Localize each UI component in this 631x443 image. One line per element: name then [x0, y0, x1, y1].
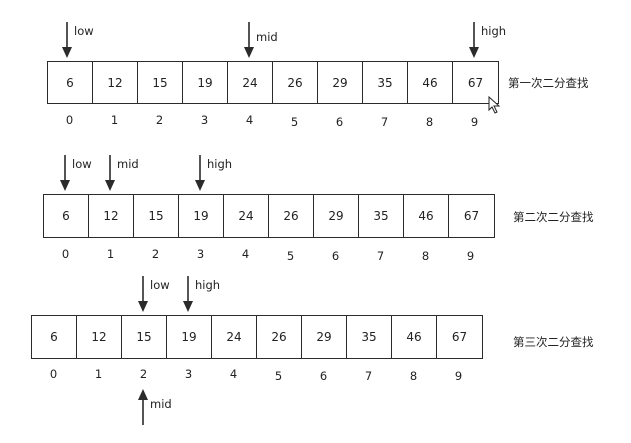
pointer-label: low [72, 157, 92, 171]
array-cell: 15 [138, 62, 183, 103]
pass-label: 第三次二分查找 [513, 335, 594, 349]
index-label: 6 [331, 249, 340, 263]
arrow-icon [138, 389, 148, 425]
array-cell: 15 [122, 316, 167, 358]
arrow-icon [183, 276, 193, 312]
array-cell: 6 [32, 316, 77, 358]
pass-label: 第二次二分查找 [513, 210, 594, 224]
arrow-icon [62, 22, 72, 58]
index-label: 5 [290, 115, 299, 129]
array-cell: 24 [224, 195, 269, 237]
index-label: 2 [139, 367, 148, 381]
array-cell: 35 [347, 316, 392, 358]
pointer-label: low [150, 278, 170, 292]
arrow-icon [60, 155, 70, 191]
high-pointer [193, 155, 207, 191]
arrow-icon [244, 22, 254, 58]
index-label: 3 [196, 247, 205, 261]
array-cell: 12 [89, 195, 134, 237]
array-cell: 29 [302, 316, 347, 358]
array-cell: 19 [179, 195, 224, 237]
index-label: 9 [470, 115, 479, 129]
index-label: 2 [155, 113, 164, 127]
index-label: 4 [229, 367, 238, 381]
pass-label: 第一次二分查找 [508, 76, 589, 90]
array-cell: 26 [273, 62, 318, 103]
pointer-label: mid [150, 397, 172, 411]
pointer-label: high [195, 278, 221, 292]
index-label: 0 [61, 247, 70, 261]
array-cell: 26 [257, 316, 302, 358]
array-cell: 12 [93, 62, 138, 103]
array-cell: 15 [134, 195, 179, 237]
array-cell: 24 [228, 62, 273, 103]
array-cell: 29 [318, 62, 363, 103]
array-cell: 26 [269, 195, 314, 237]
low-pointer [136, 276, 150, 312]
index-label: 6 [319, 369, 328, 383]
index-label: 0 [49, 367, 58, 381]
index-label: 9 [466, 249, 475, 263]
index-label: 3 [184, 367, 193, 381]
mouse-cursor-icon [488, 96, 501, 114]
index-label: 3 [200, 113, 209, 127]
index-label: 1 [110, 113, 119, 127]
array-cell: 12 [77, 316, 122, 358]
arrow-icon [195, 155, 205, 191]
index-label: 7 [376, 249, 385, 263]
pointer-label: high [207, 157, 233, 171]
mid-pointer [242, 22, 256, 58]
index-label: 9 [454, 369, 463, 383]
array-cell: 35 [363, 62, 408, 103]
index-label: 6 [335, 115, 344, 129]
low-pointer [60, 22, 74, 58]
index-label: 8 [409, 369, 418, 383]
high-pointer [467, 22, 481, 58]
array-cell: 67 [451, 330, 468, 344]
arrow-icon [138, 276, 148, 312]
array-cell: 6 [44, 195, 89, 237]
index-label: 1 [106, 247, 115, 261]
index-label: 5 [274, 369, 283, 383]
low-pointer [58, 155, 72, 191]
high-pointer [181, 276, 195, 312]
array-cell: 24 [212, 316, 257, 358]
array-cell: 67 [463, 209, 480, 223]
index-label: 8 [421, 249, 430, 263]
arrow-icon [105, 155, 115, 191]
arrow-icon [469, 22, 479, 58]
pointer-label: mid [256, 30, 278, 44]
mid-pointer [103, 155, 117, 191]
array-cell: 35 [359, 195, 404, 237]
array-cell: 19 [167, 316, 212, 358]
index-label: 4 [241, 247, 250, 261]
array-cell: 29 [314, 195, 359, 237]
index-label: 5 [286, 249, 295, 263]
array-cell: 19 [183, 62, 228, 103]
mid-pointer [136, 389, 150, 425]
pointer-label: low [74, 24, 94, 38]
index-label: 1 [94, 367, 103, 381]
index-label: 0 [65, 113, 74, 127]
array-cell: 6 [48, 62, 93, 103]
array-cell: 46 [392, 316, 437, 358]
index-label: 2 [151, 247, 160, 261]
index-label: 7 [380, 115, 389, 129]
array-cell: 46 [404, 195, 449, 237]
index-label: 7 [364, 369, 373, 383]
pointer-label: high [481, 24, 507, 38]
index-label: 4 [245, 113, 254, 127]
array-cell: 67 [467, 75, 484, 90]
pointer-label: mid [117, 157, 139, 171]
index-label: 8 [425, 115, 434, 129]
array-cell: 46 [408, 62, 453, 103]
